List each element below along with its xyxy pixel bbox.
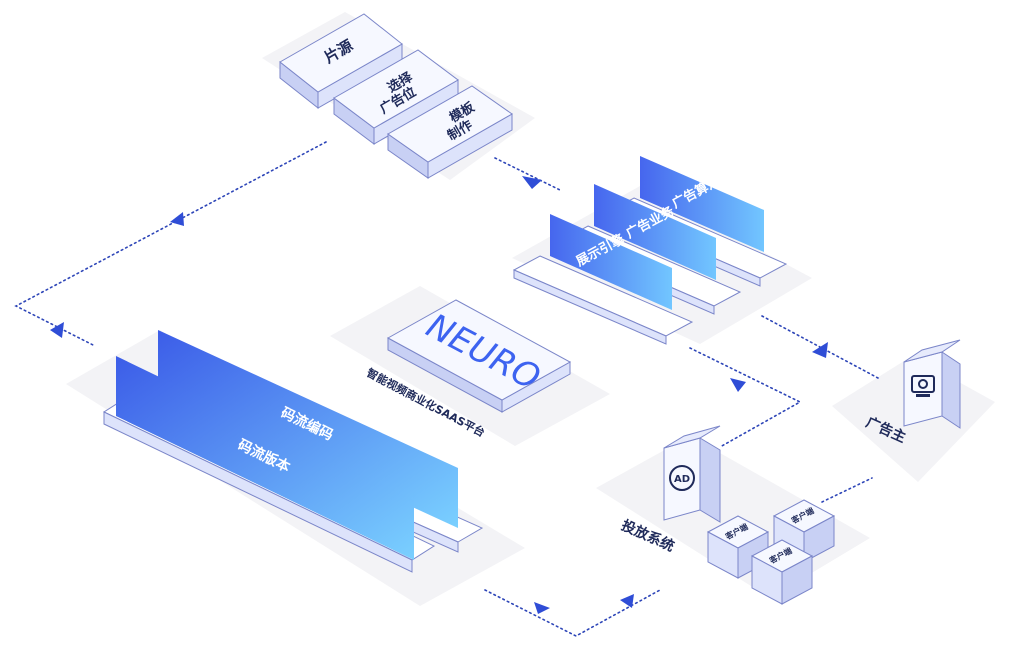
connector-source-to-engine (494, 157, 561, 191)
layer-display-engine: 展示引擎 (512, 214, 694, 345)
connector-delivery-to-advertiser (821, 477, 873, 503)
connector-source-to-stream (14, 141, 327, 347)
connector-engine-to-delivery (689, 347, 802, 448)
arrow-icon (522, 176, 542, 189)
arrow-icon (620, 594, 634, 608)
arrow-icon (812, 342, 828, 358)
arrow-icon (50, 322, 64, 338)
ad-box: AD (663, 425, 721, 523)
ad-icon (669, 465, 695, 491)
bar-stream-version: 码流版本 (102, 356, 436, 573)
camera-icon (911, 375, 935, 397)
box-template-making: 模板 制作 (387, 85, 513, 179)
connector-stream-to-delivery (484, 589, 661, 637)
box-select-ad-slot: 选择 广告位 (333, 49, 459, 145)
arrow-icon (170, 212, 184, 226)
arrow-icon (534, 602, 550, 614)
ad-badge-text: AD (674, 474, 690, 485)
advertiser-box (903, 339, 961, 429)
client-cube-3: 客户端 (750, 539, 814, 605)
arrow-icon (730, 378, 746, 392)
